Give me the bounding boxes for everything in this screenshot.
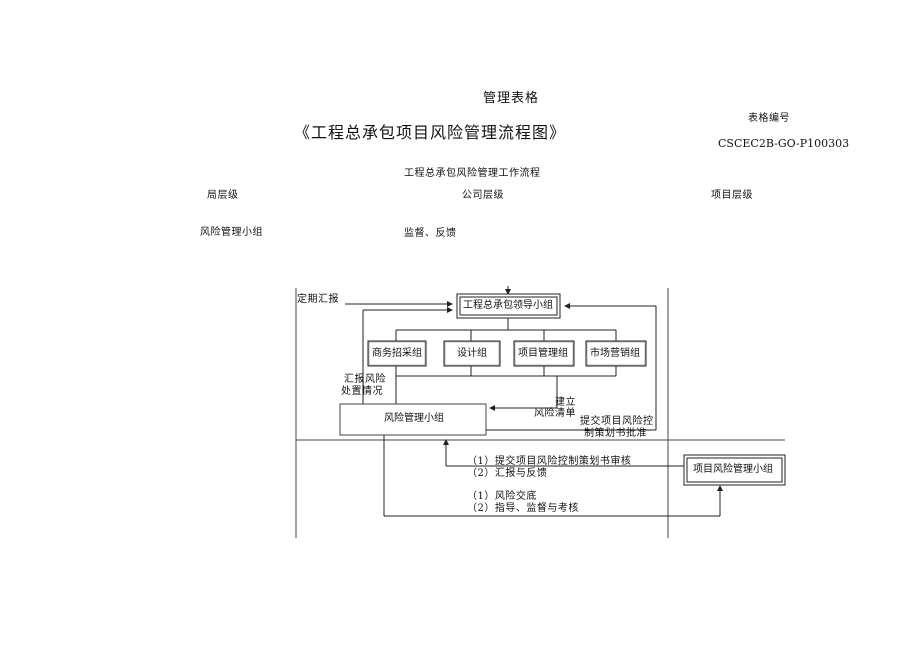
- document-title: 《工程总承包项目风险管理流程图》: [294, 123, 567, 142]
- leader-group-box: [456, 293, 561, 319]
- leader-group-label: 工程总承包领导小组: [463, 300, 553, 311]
- review-label-2: （2）汇报与反馈: [467, 468, 548, 479]
- risk-group-box: [339, 403, 487, 436]
- workflow-title: 工程总承包风险管理工作流程: [404, 168, 541, 179]
- review-label-1: （1）提交项目风险控制策划书审核: [467, 456, 632, 467]
- row-risk-group-label: 风险管理小组: [200, 227, 263, 238]
- report-risk-label-2: 处置情况: [341, 386, 383, 397]
- handover-label-1: （1）风险交底: [467, 491, 537, 502]
- form-number: CSCEC2B-GO-P100303: [718, 137, 850, 150]
- report-risk-label-1: 汇报风险: [344, 374, 386, 385]
- dept-pm-box: [513, 340, 575, 367]
- level-company: 公司层级: [462, 190, 504, 201]
- dept-marketing-label: 市场营销组: [590, 348, 640, 359]
- row-supervise-label: 监督、反馈: [404, 228, 457, 239]
- form-number-label: 表格编号: [748, 113, 790, 124]
- dept-design-label: 设计组: [457, 348, 487, 359]
- periodic-report-label: 定期汇报: [297, 294, 339, 305]
- dept-business-box: [367, 340, 427, 367]
- handover-label-2: （2）指导、监督与考核: [467, 503, 579, 514]
- form-label: 管理表格: [483, 91, 540, 106]
- dept-business-label: 商务招采组: [372, 348, 422, 359]
- project-group-box: [683, 454, 786, 486]
- dept-pm-label: 项目管理组: [518, 348, 568, 359]
- dept-marketing-box: [585, 340, 647, 367]
- level-project: 项目层级: [711, 190, 753, 201]
- level-bureau: 局层级: [207, 190, 239, 201]
- submit-approval-label-1: 提交项目风险控: [580, 416, 654, 427]
- build-list-label-2: 风险清单: [534, 408, 576, 419]
- submit-approval-label-2: 制策划书批准: [584, 428, 647, 439]
- dept-design-box: [443, 340, 501, 367]
- risk-group-box-label: 风险管理小组: [384, 413, 444, 424]
- project-group-box-label: 项目风险管理小组: [693, 464, 773, 475]
- build-list-label-1: 建立: [555, 397, 576, 408]
